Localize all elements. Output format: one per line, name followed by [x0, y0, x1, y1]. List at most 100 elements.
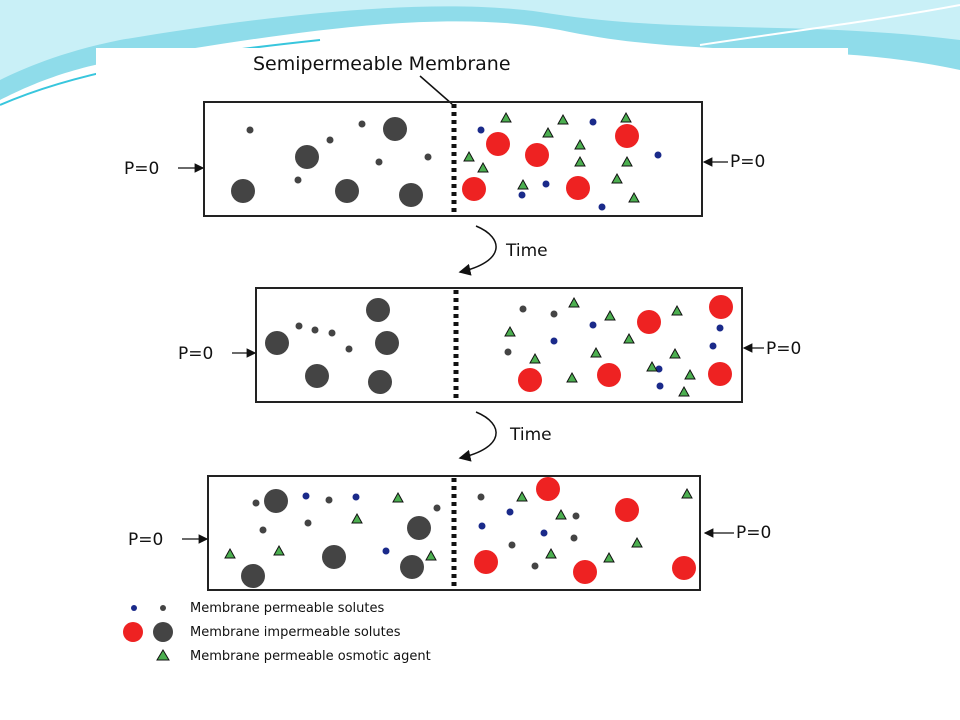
osmotic-agent-triangle: [684, 368, 696, 380]
permeable-gray-particle: [424, 153, 432, 161]
legend-impermeable-text: Membrane impermeable solutes: [190, 625, 401, 640]
permeable-gray-particle: [433, 504, 441, 512]
osmotic-agent-triangle: [604, 309, 616, 321]
osmotic-agent-triangle: [351, 512, 363, 524]
permeable-blue-particle: [478, 522, 486, 530]
time-arrow-1: [458, 225, 497, 276]
osmotic-agent-triangle: [273, 544, 285, 556]
permeable-blue-particle: [598, 203, 606, 211]
time-label-2: Time: [509, 425, 552, 445]
osmotic-agent-triangle: [463, 150, 475, 162]
permeable-blue-particle: [540, 529, 548, 537]
time-label-1: Time: [505, 241, 548, 261]
impermeable-gray-particle: [383, 117, 407, 141]
impermeable-red-particle: [462, 177, 486, 201]
impermeable-gray-particle: [265, 331, 289, 355]
impermeable-gray-particle: [231, 179, 255, 203]
permeable-gray-particle: [519, 305, 527, 313]
pressure-label-left-3: P=0: [128, 530, 163, 550]
permeable-blue-particle: [506, 508, 514, 516]
compartment-box-1: [203, 101, 703, 217]
permeable-gray-particle: [375, 158, 383, 166]
permeable-gray-particle: [328, 329, 336, 337]
osmotic-agent-triangle: [545, 547, 557, 559]
osmotic-agent-triangle: [504, 325, 516, 337]
permeable-gray-particle: [311, 326, 319, 334]
legend-permeable-text: Membrane permeable solutes: [190, 601, 384, 616]
impermeable-red-particle: [637, 310, 661, 334]
permeable-blue-particle: [382, 547, 390, 555]
impermeable-gray-particle: [305, 364, 329, 388]
pressure-label-right-1: P=0: [730, 152, 765, 172]
pressure-label-right-2: P=0: [766, 339, 801, 359]
osmotic-agent-triangle: [516, 490, 528, 502]
legend-red-circle: [123, 622, 143, 642]
permeable-gray-particle: [572, 512, 580, 520]
membrane-title: Semipermeable Membrane: [253, 53, 511, 75]
osmotic-agent-triangle: [646, 360, 658, 372]
permeable-blue-particle: [477, 126, 485, 134]
legend-gray-dot: [160, 605, 166, 611]
osmotic-agent-triangle: [628, 191, 640, 203]
permeable-gray-particle: [326, 136, 334, 144]
permeable-gray-particle: [304, 519, 312, 527]
osmotic-agent-triangle: [557, 113, 569, 125]
osmotic-agent-triangle: [542, 126, 554, 138]
impermeable-red-particle: [709, 295, 733, 319]
particles-layer: [224, 111, 733, 588]
osmotic-agent-triangle: [590, 346, 602, 358]
impermeable-red-particle: [486, 132, 510, 156]
pressure-label-left-2: P=0: [178, 344, 213, 364]
osmotic-agent-triangle: [620, 111, 632, 123]
osmotic-agent-triangle: [611, 172, 623, 184]
impermeable-red-particle: [525, 143, 549, 167]
impermeable-gray-particle: [407, 516, 431, 540]
osmotic-agent-triangle: [224, 547, 236, 559]
impermeable-gray-particle: [322, 545, 346, 569]
impermeable-red-particle: [474, 550, 498, 574]
impermeable-red-particle: [566, 176, 590, 200]
osmotic-agent-triangle: [574, 155, 586, 167]
permeable-blue-particle: [542, 180, 550, 188]
impermeable-gray-particle: [400, 555, 424, 579]
osmotic-agent-triangle: [631, 536, 643, 548]
compartment-box-2: [255, 287, 743, 403]
impermeable-red-particle: [615, 124, 639, 148]
osmotic-agent-triangle: [574, 138, 586, 150]
permeable-gray-particle: [550, 310, 558, 318]
impermeable-gray-particle: [264, 489, 288, 513]
permeable-gray-particle: [531, 562, 539, 570]
permeable-blue-particle: [589, 321, 597, 329]
osmotic-agent-triangle: [425, 549, 437, 561]
legend-triangle-icon: [156, 649, 170, 661]
impermeable-red-particle: [597, 363, 621, 387]
permeable-gray-particle: [570, 534, 578, 542]
permeable-gray-particle: [504, 348, 512, 356]
osmotic-agent-triangle: [555, 508, 567, 520]
permeable-gray-particle: [294, 176, 302, 184]
osmotic-agent-triangle: [500, 111, 512, 123]
osmotic-agent-triangle: [621, 155, 633, 167]
permeable-blue-particle: [589, 118, 597, 126]
osmotic-agent-triangle: [671, 304, 683, 316]
permeable-blue-particle: [550, 337, 558, 345]
permeable-gray-particle: [295, 322, 303, 330]
permeable-blue-particle: [352, 493, 360, 501]
osmotic-agent-triangle: [529, 352, 541, 364]
impermeable-red-particle: [672, 556, 696, 580]
legend-blue-dot: [131, 605, 137, 611]
impermeable-gray-particle: [368, 370, 392, 394]
impermeable-red-particle: [708, 362, 732, 386]
osmotic-agent-triangle: [517, 178, 529, 190]
legend-osmotic-text: Membrane permeable osmotic agent: [190, 649, 431, 664]
legend: Membrane permeable solutes Membrane impe…: [123, 601, 431, 664]
pressure-label-right-3: P=0: [736, 523, 771, 543]
osmotic-agent-triangle: [566, 371, 578, 383]
impermeable-gray-particle: [335, 179, 359, 203]
permeable-blue-particle: [518, 191, 526, 199]
impermeable-red-particle: [573, 560, 597, 584]
membrane-pointer: [419, 75, 453, 105]
osmotic-agent-triangle: [568, 296, 580, 308]
osmotic-agent-triangle: [392, 491, 404, 503]
